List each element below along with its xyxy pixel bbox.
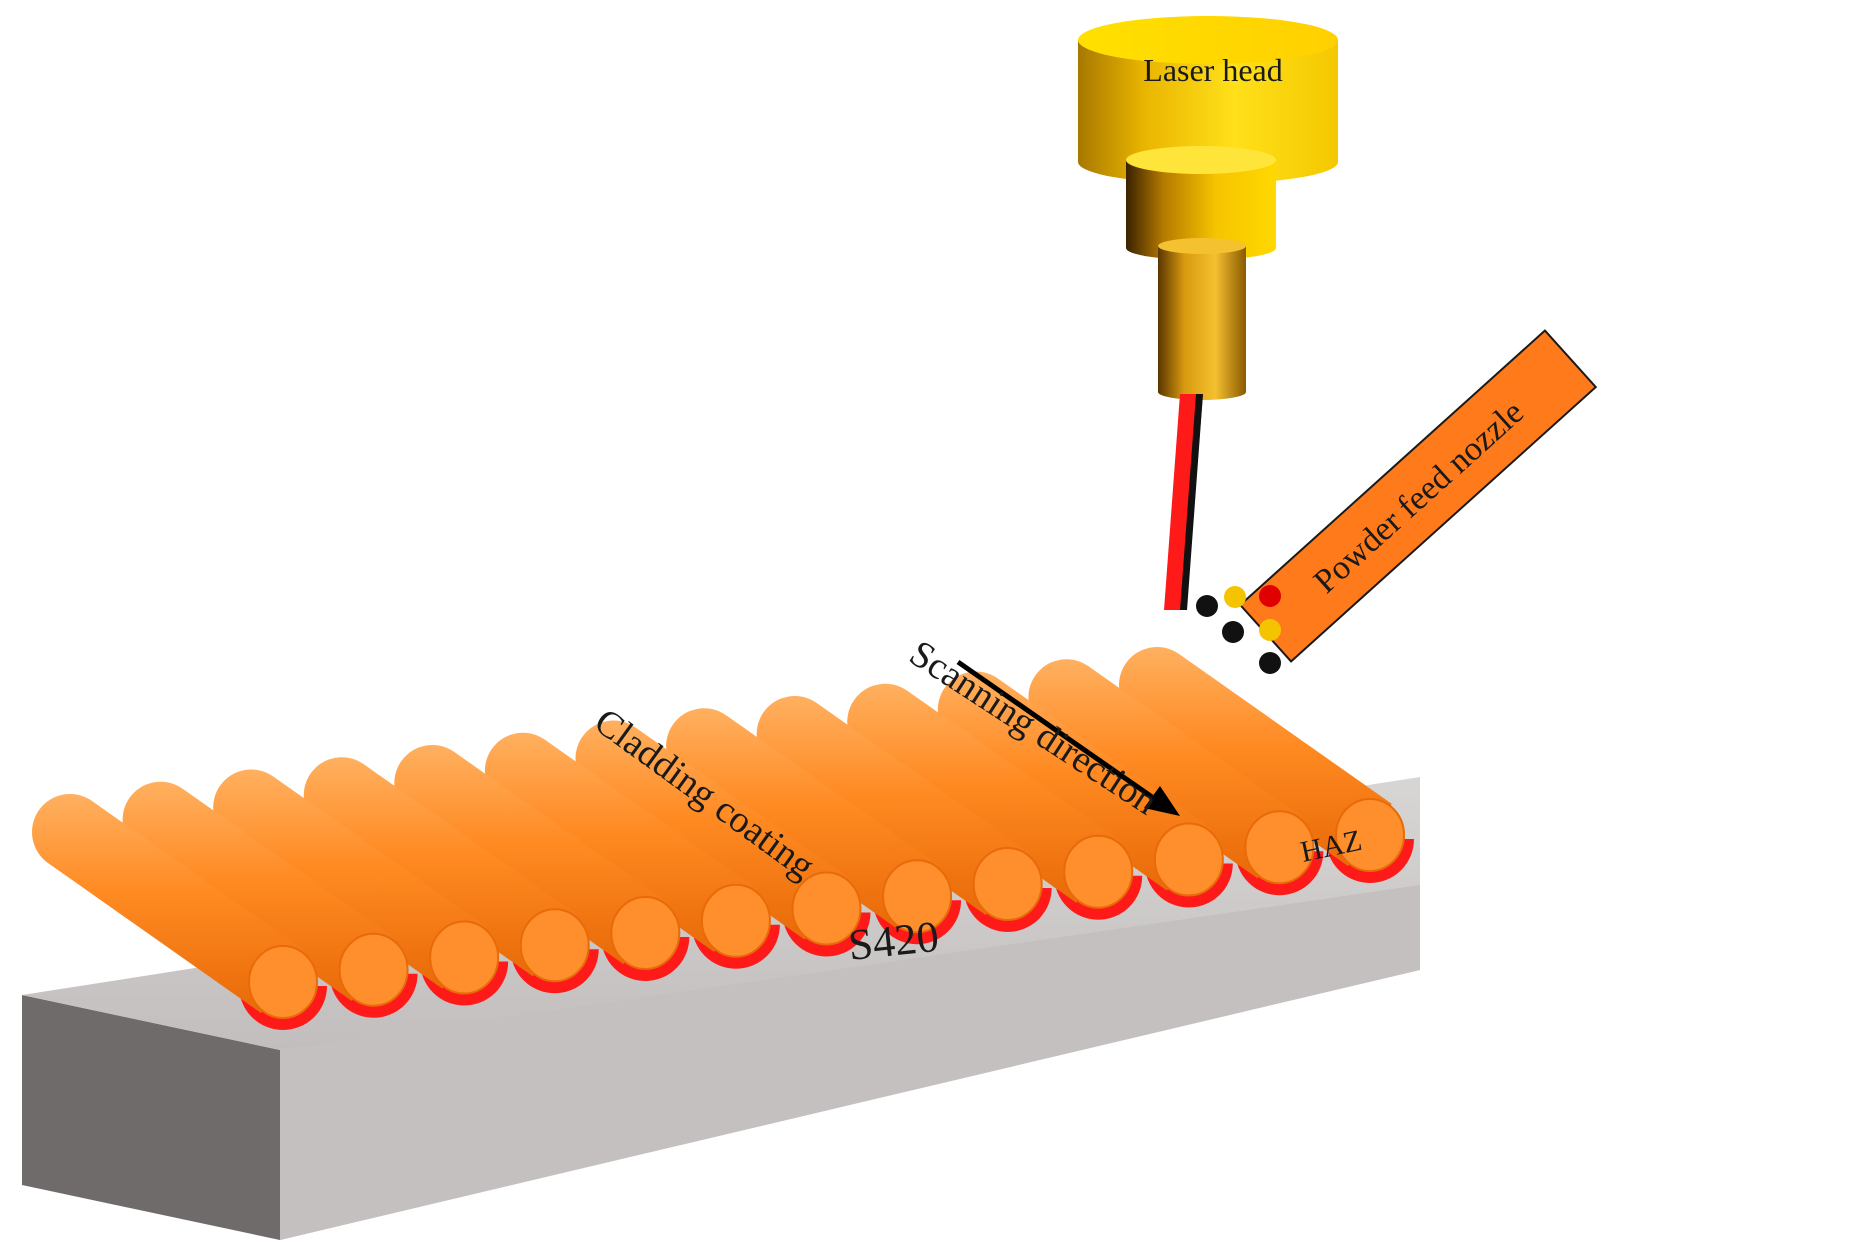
cladding-track bbox=[756, 696, 1052, 932]
cladding-track-body bbox=[484, 732, 758, 952]
scanning-arrow-shaft bbox=[956, 659, 1167, 809]
cladding-track bbox=[303, 757, 599, 994]
laser-head-middle-top bbox=[1126, 146, 1276, 174]
cladding-track bbox=[666, 708, 962, 945]
cladding-track-end bbox=[338, 932, 409, 1007]
haz-zone bbox=[1144, 863, 1233, 908]
cladding-tracks bbox=[31, 647, 1414, 1030]
cladding-track-body bbox=[31, 793, 305, 1014]
cladding-track bbox=[847, 683, 1143, 920]
cladding-track-body bbox=[1119, 647, 1392, 867]
powder-particle bbox=[1196, 595, 1218, 617]
laser-beam bbox=[1164, 394, 1203, 610]
cladding-track bbox=[484, 732, 780, 969]
laser-head-label: Laser head bbox=[1143, 52, 1282, 88]
substrate-front-face bbox=[280, 885, 1420, 1240]
laser-head: Laser head bbox=[1078, 16, 1338, 400]
powder-particles bbox=[1196, 585, 1281, 674]
haz-zone bbox=[1054, 875, 1143, 920]
haz-zone bbox=[963, 888, 1052, 932]
cladding-track bbox=[1119, 647, 1414, 883]
substrate-side bbox=[22, 995, 280, 1240]
cladding-track bbox=[937, 671, 1233, 908]
cladding-track-end bbox=[248, 945, 318, 1019]
laser-head-top-face bbox=[1078, 16, 1338, 64]
laser-head-middle-body bbox=[1126, 160, 1276, 248]
haz-zone bbox=[420, 961, 509, 1006]
scanning-direction-arrow bbox=[956, 659, 1180, 816]
haz-zone bbox=[782, 912, 871, 957]
powder-particle bbox=[1259, 585, 1281, 607]
cladding-track-end bbox=[791, 871, 862, 946]
haz-zone bbox=[691, 924, 780, 969]
cladding-track-body bbox=[756, 696, 1030, 916]
cladding-track-end bbox=[700, 883, 771, 958]
scanning-arrow-head bbox=[1144, 786, 1180, 816]
cladding-track-body bbox=[847, 683, 1121, 903]
cladding-track-end bbox=[519, 908, 590, 983]
cladding-track bbox=[575, 720, 871, 957]
cladding-track bbox=[1028, 659, 1324, 896]
cladding-track bbox=[31, 793, 327, 1030]
cladding-track bbox=[394, 745, 690, 982]
laser-head-lower-body bbox=[1158, 246, 1246, 392]
cladding-track-end bbox=[1153, 822, 1224, 897]
cladding-track-body bbox=[213, 769, 487, 989]
haz-zone bbox=[1326, 839, 1414, 883]
cladding-track bbox=[213, 769, 509, 1006]
powder-particle bbox=[1259, 652, 1281, 674]
cladding-track-end bbox=[1335, 798, 1405, 872]
powder-particle bbox=[1224, 586, 1246, 608]
cladding-track-end bbox=[610, 896, 681, 970]
cladding-track-body bbox=[303, 757, 577, 977]
haz-zone bbox=[601, 937, 690, 982]
haz-zone bbox=[329, 973, 418, 1018]
cladding-track-body bbox=[575, 720, 849, 940]
powder-feed-nozzle-label: Powder feed nozzle bbox=[1307, 394, 1531, 601]
cladding-track-end bbox=[429, 920, 500, 995]
haz-zone bbox=[873, 900, 962, 945]
powder-particle bbox=[1222, 621, 1244, 643]
cladding-track-body bbox=[666, 708, 939, 928]
cladding-track-body bbox=[1028, 659, 1302, 879]
cladding-track-end bbox=[1244, 810, 1315, 885]
cladding-track-end bbox=[1063, 834, 1134, 909]
laser-beam-shadow bbox=[1180, 394, 1203, 610]
powder-particle bbox=[1259, 619, 1281, 641]
cladding-track-body bbox=[394, 745, 668, 965]
cladding-track-body bbox=[122, 781, 396, 1001]
substrate-label: S420 bbox=[846, 912, 941, 970]
cladding-track-end bbox=[972, 847, 1043, 921]
cladding-track bbox=[122, 781, 418, 1018]
cladding-track-body bbox=[937, 671, 1211, 891]
haz-zone bbox=[1235, 851, 1324, 896]
laser-head-lower-top bbox=[1158, 238, 1246, 254]
cladding-track-end bbox=[882, 859, 953, 934]
powder-feed-nozzle: Powder feed nozzle bbox=[1238, 329, 1598, 663]
haz-zone bbox=[239, 986, 327, 1030]
haz-zone bbox=[510, 949, 599, 994]
